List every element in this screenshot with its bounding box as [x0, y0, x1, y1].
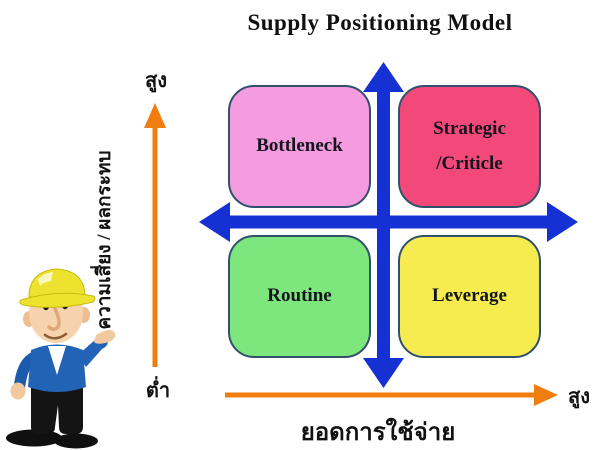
- origin-low-label: ต่ำ: [145, 380, 171, 402]
- quadrant-strategic-label-line1: Strategic: [433, 118, 506, 140]
- quadrant-routine: Routine: [228, 235, 371, 358]
- quadrant-leverage: Leverage: [398, 235, 541, 358]
- x-axis-arrow-icon: [225, 384, 558, 406]
- y-axis-arrow-icon: [144, 103, 166, 367]
- x-axis-high-label: สูง: [568, 386, 590, 408]
- x-axis-title: ยอดการใช้จ่าย: [300, 420, 456, 446]
- y-axis-high-label: สูง: [145, 70, 167, 92]
- quadrant-leverage-label: Leverage: [432, 285, 507, 307]
- quadrant-strategic-critical: Strategic /Criticle: [398, 85, 541, 208]
- quadrant-bottleneck-label: Bottleneck: [256, 135, 343, 157]
- quadrant-bottleneck: Bottleneck: [228, 85, 371, 208]
- quadrant-strategic-label-line2: /Criticle: [436, 152, 503, 174]
- page-title: Supply Positioning Model: [247, 10, 513, 35]
- construction-worker-icon: [6, 268, 116, 449]
- quadrant-routine-label: Routine: [267, 285, 332, 307]
